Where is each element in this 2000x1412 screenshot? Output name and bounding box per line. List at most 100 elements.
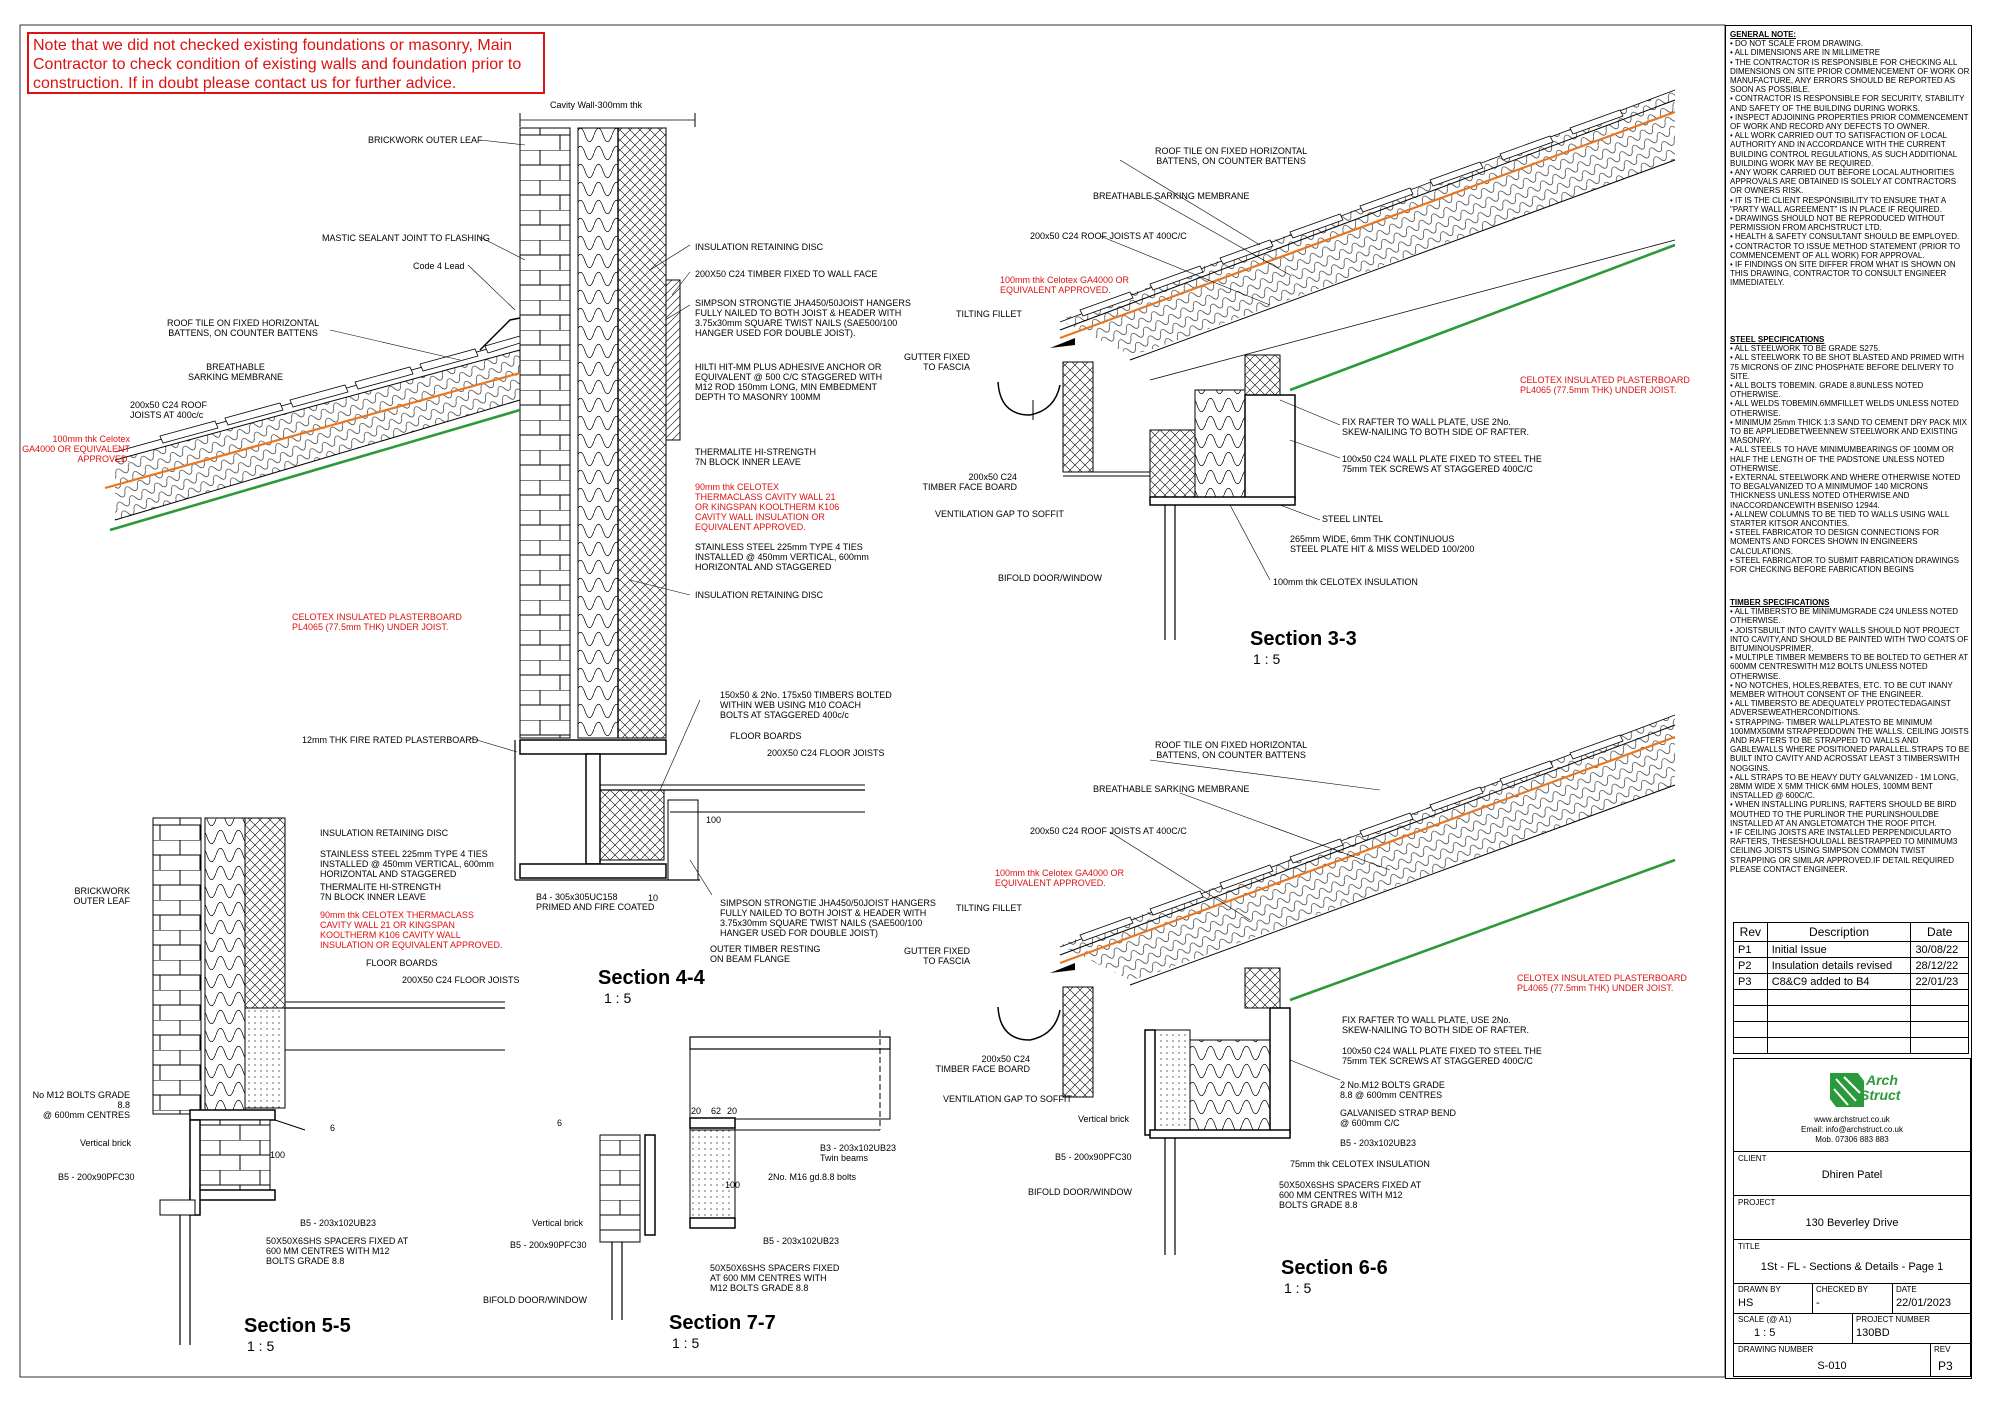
section-3-3-scale: 1 : 5 — [1253, 651, 1281, 667]
table-row — [1733, 989, 1969, 1006]
note-item: • INSPECT ADJOINING PROPERTIES PRIOR COM… — [1730, 112, 1969, 132]
label-66-wall-plate: 100x50 C24 WALL PLATE FIXED TO STEEL THE… — [1342, 1046, 1542, 1066]
drawn-value: HS — [1738, 1297, 1754, 1309]
table-row: P1 Initial Issue 30/08/22 — [1733, 941, 1969, 958]
label-33-tilting: TILTING FILLET — [956, 309, 1022, 319]
section-7-7-scale: 1 : 5 — [672, 1335, 700, 1351]
label-33-lintel: STEEL LINTEL — [1322, 514, 1384, 524]
label-66-sarking: BREATHABLE SARKING MEMBRANE — [1093, 784, 1250, 794]
label-44-cavity: Cavity Wall-300mm thk — [550, 100, 643, 110]
label-44-timbers-bolted: 150x50 & 2No. 175x50 TIMBERS BOLTED WITH… — [720, 690, 892, 720]
label-77-vert-brick: Vertical brick — [532, 1218, 584, 1228]
label-44-mastic: MASTIC SEALANT JOINT TO FLASHING — [322, 233, 490, 243]
note-item: • STEEL FABRICATOR TO DESIGN CONNECTIONS… — [1730, 528, 1940, 556]
label-44-floor-joists: 200X50 C24 FLOOR JOISTS — [767, 748, 885, 758]
label-66-bifold: BIFOLD DOOR/WINDOW — [1028, 1187, 1132, 1197]
label-55-m12: No M12 BOLTS GRADE 8.8 @ 600mm CENTRES — [32, 1090, 130, 1120]
general-notes: GENERAL NOTE: • DO NOT SCALE FROM DRAWIN… — [1730, 30, 1970, 288]
label-33-wall-plate: 100x50 C24 WALL PLATE FIXED TO STEEL THE… — [1342, 454, 1542, 474]
label-66-joists: 200x50 C24 ROOF JOISTS AT 400C/C — [1030, 826, 1187, 836]
label-66-vert-brick: Vertical brick — [1078, 1114, 1130, 1124]
label-77-d100: 100 — [725, 1180, 741, 1190]
note-item: • IT IS THE CLIENT RESPONSIBILITY TO ENS… — [1730, 195, 1946, 214]
green-plasterboard-line-33 — [1289, 243, 1676, 392]
steel-spec-title: STEEL SPECIFICATIONS — [1730, 335, 1825, 344]
label-44-thermalite: THERMALITE HI-STRENGTH 7N BLOCK INNER LE… — [695, 447, 817, 467]
label-33-sarking: BREATHABLE SARKING MEMBRANE — [1093, 191, 1250, 201]
note-item: • ALL WELDS TOBEMIN.6MMFILLET WELDS UNLE… — [1730, 399, 1959, 418]
note-item: • CONTRACTOR IS RESPONSIBLE FOR SECURITY… — [1730, 94, 1965, 113]
note-item: • ALL TIMBERSTO BE MINIMUMGRADE C24 UNLE… — [1730, 607, 1959, 626]
table-row — [1733, 1021, 1969, 1038]
scale-label: SCALE (@ A1) — [1738, 1315, 1792, 1324]
label-33-gutter: GUTTER FIXED TO FASCIA — [903, 352, 970, 372]
label-44-dim100: 100 — [706, 815, 722, 825]
logo-area: Arch Struct www.archstruct.co.uk Email: … — [1734, 1059, 1970, 1152]
label-33-celotex-pb: CELOTEX INSULATED PLASTERBOARD PL4065 (7… — [1520, 375, 1690, 395]
label-77-bolts: 2No. M16 gd.8.8 bolts — [768, 1172, 857, 1182]
note-item: • DO NOT SCALE FROM DRAWING. — [1730, 39, 1864, 49]
email: Email: info@archstruct.co.uk — [1801, 1125, 1903, 1134]
label-55-ss-ties: STAINLESS STEEL 225mm TYPE 4 TIES INSTAL… — [320, 849, 494, 879]
label-55-floor-boards: FLOOR BOARDS — [366, 958, 438, 968]
steel-spec-list: • ALL STEELWORK TO BE GRADE S275.• ALL S… — [1730, 344, 1970, 574]
note-item: • ALL BOLTS TOBEMIN. GRADE 8.8UNLESS NOT… — [1730, 381, 1924, 400]
rev-cell: Insulation details revised — [1766, 957, 1912, 974]
note-item: • ALLNEW COLUMNS TO BE TIED TO WALLS USI… — [1730, 509, 1950, 529]
project-label: PROJECT — [1738, 1198, 1776, 1207]
scale-row: SCALE (@ A1) 1 : 5 PROJECT NUMBER 130BD — [1734, 1313, 1970, 1344]
label-44-ins-disc: INSULATION RETAINING DISC — [695, 242, 824, 252]
title-label: TITLE — [1738, 1242, 1760, 1251]
label-66-face-board: 200x50 C24 TIMBER FACE BOARD — [935, 1054, 1030, 1074]
label-55-dim6: 6 — [330, 1123, 336, 1133]
revision-table: Rev Description Date P1 Initial Issue 30… — [1733, 922, 1969, 1054]
label-55-ins-disc: INSULATION RETAINING DISC — [320, 828, 449, 838]
rev-label: REV — [1934, 1345, 1951, 1354]
label-55-brick-outer: BRICKWORK OUTER LEAF — [73, 886, 130, 906]
label-33-bifold: BIFOLD DOOR/WINDOW — [998, 573, 1102, 583]
timber-specifications: TIMBER SPECIFICATIONS • ALL TIMBERSTO BE… — [1730, 598, 1970, 874]
section-5-5-graphic — [152, 817, 505, 1345]
label-44-hilti: HILTI HIT-MM PLUS ADHESIVE ANCHOR OR EQU… — [695, 362, 883, 402]
label-44-floor-boards: FLOOR BOARDS — [730, 731, 802, 741]
label-44-simpson2: SIMPSON STRONGTIE JHA450/50JOIST HANGERS… — [720, 898, 936, 938]
section-6-6-graphic — [997, 714, 1676, 1255]
archstruct-logo-icon — [1830, 1073, 1864, 1107]
checked-value: - — [1816, 1297, 1820, 1309]
label-66-roof-tile: ROOF TILE ON FIXED HORIZONTAL BATTENS, O… — [1155, 740, 1308, 760]
label-33-celotex100: 100mm thk Celotex GA4000 OR EQUIVALENT A… — [1000, 275, 1130, 295]
note-item: • ALL STEELWORK TO BE SHOT BLASTED AND P… — [1730, 353, 1964, 381]
label-55-vert-brick: Vertical brick — [80, 1138, 132, 1148]
section-5-5-title: Section 5-5 — [244, 1315, 351, 1337]
label-55-b5: B5 - 200x90PFC30 — [58, 1172, 135, 1182]
checked-label: CHECKED BY — [1816, 1285, 1869, 1294]
label-77-bifold: BIFOLD DOOR/WINDOW — [483, 1295, 587, 1305]
rev-cell: C8&C9 added to B4 — [1766, 973, 1912, 990]
note-item: • NO NOTCHES, HOLES,REBATES, ETC. TO BE … — [1730, 680, 1953, 700]
drawing-number-row: DRAWING NUMBER S-010 REV P3 — [1734, 1343, 1970, 1376]
date-value: 22/01/2023 — [1896, 1297, 1952, 1309]
table-row — [1733, 1037, 1969, 1054]
note-item: • ANY WORK CARRIED OUT BEFORE LOCAL AUTH… — [1730, 168, 1957, 196]
label-44-fire-pb: 12mm THK FIRE RATED PLASTERBOARD — [302, 735, 479, 745]
label-55-thermalite: THERMALITE HI-STRENGTH 7N BLOCK INNER LE… — [320, 882, 442, 902]
label-44-lead: Code 4 Lead — [413, 261, 465, 271]
note-item: • MULTIPLE TIMBER MEMBERS TO BE BOLTED T… — [1730, 653, 1968, 681]
note-item: • WHEN INSTALLING PURLINS, RAFTERS SHOUL… — [1730, 800, 1957, 828]
section-6-6-title: Section 6-6 — [1281, 1257, 1388, 1279]
scale-value: 1 : 5 — [1754, 1327, 1776, 1339]
rev-cell: 28/12/22 — [1910, 957, 1969, 974]
note-item: • ALL STEELS TO HAVE MINIMUMBEARINGS OF … — [1730, 445, 1954, 473]
label-55-b5b: B5 - 203x102UB23 — [300, 1218, 377, 1228]
project-number-value: 130BD — [1856, 1327, 1890, 1339]
label-33-joists: 200x50 C24 ROOF JOISTS AT 400C/C — [1030, 231, 1187, 241]
label-66-b5b: B5 - 203x102UB23 — [1340, 1138, 1417, 1148]
section-6-6-scale: 1 : 5 — [1284, 1280, 1312, 1296]
orange-insulation-line-66 — [1059, 735, 1676, 965]
label-33-plate: 265mm WIDE, 6mm THK CONTINUOUS STEEL PLA… — [1290, 534, 1475, 554]
label-66-celotex-ins: 75mm thk CELOTEX INSULATION — [1290, 1159, 1430, 1169]
label-33-vent: VENTILATION GAP TO SOFFIT — [935, 509, 1064, 519]
drawn-label: DRAWN BY — [1738, 1285, 1781, 1294]
label-66-tilting: TILTING FILLET — [956, 903, 1022, 913]
label-66-spacers: 50X50X6SHS SPACERS FIXED AT 600 MM CENTR… — [1279, 1180, 1422, 1210]
